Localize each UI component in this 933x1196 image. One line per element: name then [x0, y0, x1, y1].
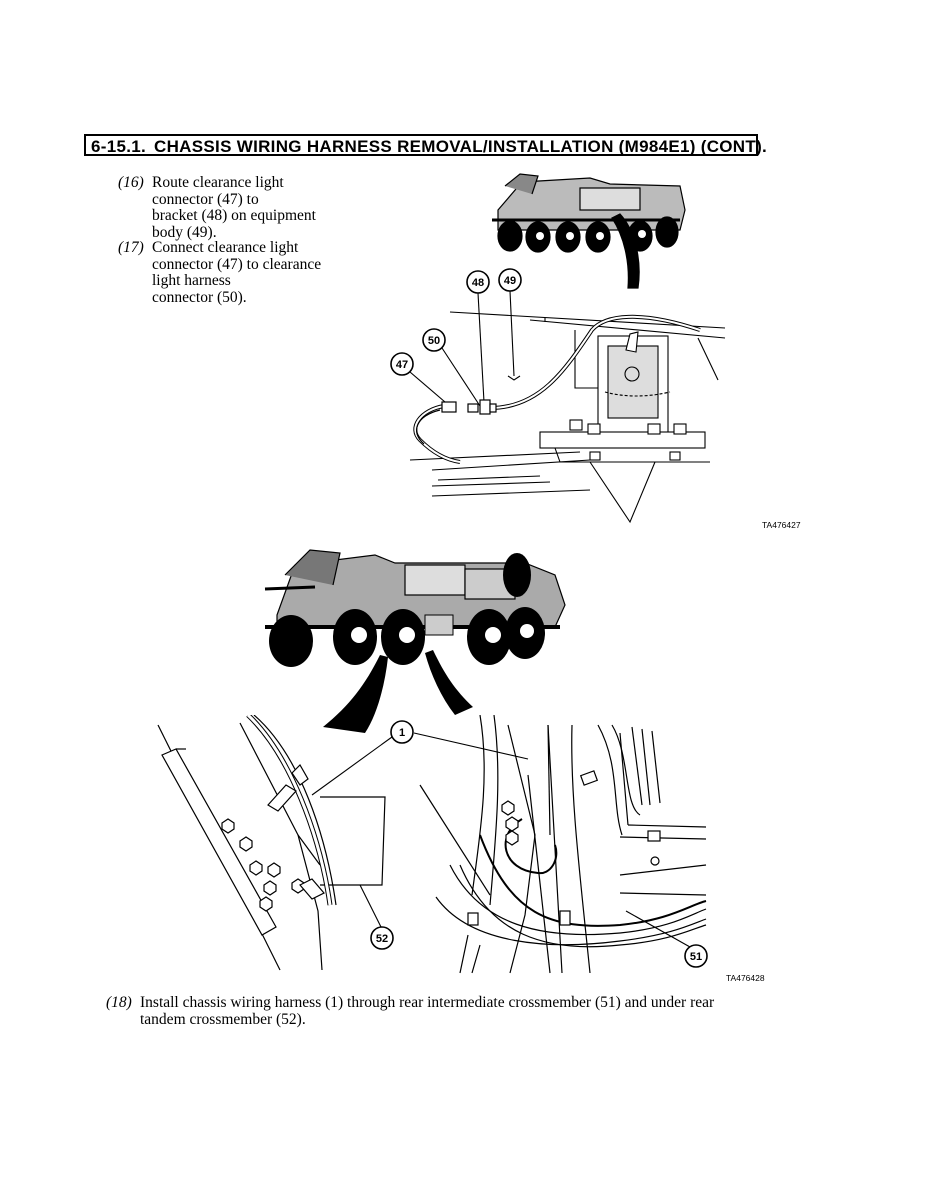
svg-text:48: 48 — [472, 277, 484, 289]
section-title: CHASSIS WIRING HARNESS REMOVAL/INSTALLAT… — [154, 137, 768, 156]
section-number: 6-15.1. — [91, 137, 147, 156]
svg-text:1: 1 — [399, 727, 405, 739]
svg-text:52: 52 — [376, 933, 388, 945]
callout-52: 52 — [370, 926, 394, 950]
rear-intermediate-crossmember — [419, 715, 707, 974]
figure-2-id: TA476428 — [726, 973, 765, 983]
callout-50: 50 — [422, 328, 446, 352]
step-text: Route clearance light connector (47) to … — [152, 174, 316, 241]
step-number: (16) — [118, 174, 144, 191]
step-number: (17) — [118, 239, 144, 256]
svg-text:50: 50 — [428, 335, 440, 347]
callout-47: 47 — [390, 352, 414, 376]
truck-illustration-large — [264, 549, 566, 733]
section-header: 6-15.1. CHASSIS WIRING HARNESS REMOVAL/IN… — [84, 134, 767, 156]
callout-1: 1 — [390, 720, 414, 744]
step-number: (18) — [106, 994, 132, 1011]
callout-49: 49 — [498, 268, 522, 292]
truck-illustration-small — [492, 173, 686, 289]
svg-text:47: 47 — [396, 359, 408, 371]
rear-tandem-crossmember — [157, 715, 386, 971]
step-18: (18) Install chassis wiring harness (1) … — [106, 994, 806, 1035]
leader-lines — [409, 290, 521, 409]
figure-clearance-light-connector: 48 49 50 47 — [390, 173, 726, 524]
figure-harness-crossmembers: 1 52 51 — [157, 715, 708, 974]
svg-text:51: 51 — [690, 951, 702, 963]
svg-text:49: 49 — [504, 275, 516, 287]
step-17: (17) Connect clearance light connector (… — [118, 239, 358, 310]
connectors — [441, 399, 497, 415]
callout-51: 51 — [684, 944, 708, 968]
step-text: Connect clearance light connector (47) t… — [152, 239, 322, 306]
step-text: Install chassis wiring harness (1) throu… — [140, 994, 715, 1028]
callout-48: 48 — [466, 270, 490, 294]
figure-1-id: TA476427 — [762, 520, 801, 530]
step-16: (16) Route clearance light connector (47… — [118, 174, 358, 245]
harness-leader-lines — [311, 732, 691, 948]
harness-cable — [413, 314, 701, 464]
bracket-detail — [409, 311, 726, 524]
